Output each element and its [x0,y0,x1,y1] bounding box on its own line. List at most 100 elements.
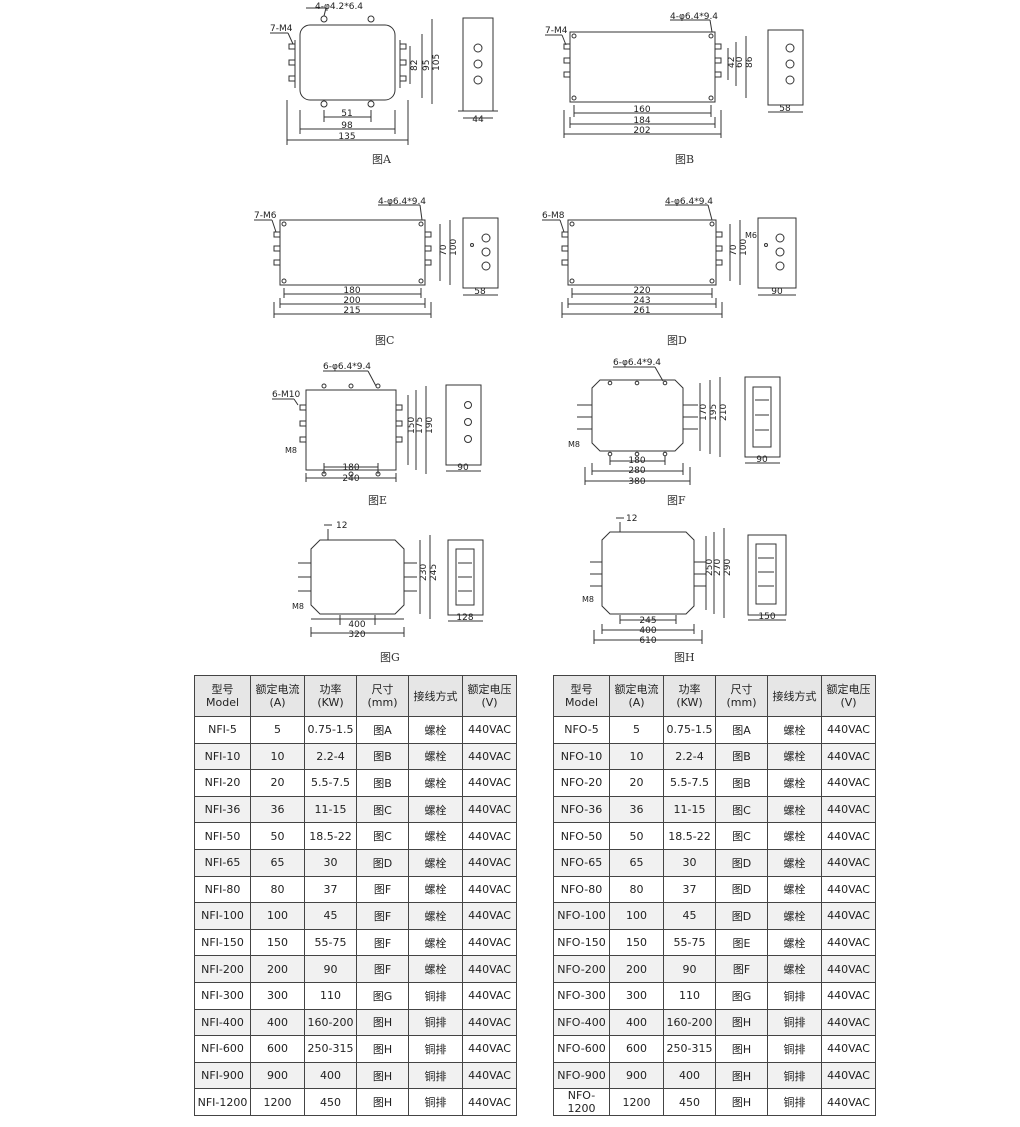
voltage-cell: 440VAC [821,822,876,850]
figure-e-h3: 190 [425,417,435,434]
current-cell: 400 [609,1008,664,1037]
figure-h-side: 150 [758,612,775,622]
model-cell: NFO-200 [553,955,610,983]
figure-b-h2: 60 [735,56,745,68]
figure-g-drawing: 12 M8 400 320 230 245 128 [292,521,484,640]
wiring-cell: 螺栓 [408,769,463,797]
figure-c-h2: 100 [449,239,459,256]
size-cell: 图H [715,1061,768,1090]
power-cell: 400 [663,1061,716,1090]
figure-f-h1: 170 [699,404,709,421]
size-cell: 图H [356,1008,409,1037]
model-cell: NFI-400 [194,1008,251,1037]
current-cell: 50 [609,822,664,850]
figure-h-h3: 290 [723,559,733,576]
model-cell: NFI-200 [194,955,251,983]
figure-a-w1: 51 [341,109,352,119]
power-cell: 160-200 [304,1008,357,1037]
model-cell: NFI-65 [194,848,251,877]
figure-d-h2: 100 [739,239,749,256]
wiring-cell: 铜排 [767,981,822,1010]
current-cell: 20 [250,769,305,797]
figure-e-side: 90 [457,463,469,473]
current-cell: 100 [609,902,664,930]
figure-g-h2: 245 [429,564,439,581]
size-cell: 图G [715,981,768,1010]
current-cell: 900 [609,1061,664,1090]
current-cell: 900 [250,1061,305,1090]
model-cell: NFO-65 [553,848,610,877]
voltage-cell: 440VAC [462,1088,517,1116]
power-cell: 18.5-22 [663,822,716,850]
figure-f-ground: M8 [568,440,580,449]
size-cell: 图F [356,875,409,904]
header-current: 额定电流(A) [609,675,664,717]
figure-e: 6-φ6.4*9.4 6-M10 M8 180 240 150 175 190 … [268,355,508,510]
model-cell: NFI-20 [194,769,251,797]
voltage-cell: 440VAC [462,742,517,771]
figure-e-drawing: 6-φ6.4*9.4 6-M10 M8 180 240 150 175 190 … [272,362,482,484]
power-cell: 450 [304,1088,357,1116]
model-cell: NFO-600 [553,1035,610,1063]
figure-e-h1: 150 [407,417,417,434]
size-cell: 图F [356,928,409,957]
figure-e-h2: 175 [415,417,425,434]
figure-b-terminal: 7-M4 [545,26,568,36]
figure-h-w3: 610 [639,636,656,646]
model-cell: NFO-300 [553,981,610,1010]
size-cell: 图D [356,848,409,877]
current-cell: 5 [609,716,664,744]
current-cell: 600 [250,1035,305,1063]
size-cell: 图F [356,902,409,930]
figure-c-holes: 4-φ6.4*9.4 [378,197,426,207]
wiring-cell: 螺栓 [767,848,822,877]
figure-e-w1: 180 [342,463,359,473]
figure-g-w1: 400 [348,620,365,630]
power-cell: 30 [663,848,716,877]
current-cell: 200 [609,955,664,983]
figure-h: 12 M8 245 400 610 250 270 290 150 图H [568,510,808,665]
figure-b-drawing: 4-φ6.4*9.4 7-M4 160 184 202 42 60 86 58 [545,12,804,138]
wiring-cell: 铜排 [767,1061,822,1090]
figure-a-h1: 82 [410,60,420,71]
current-cell: 150 [609,928,664,957]
voltage-cell: 440VAC [821,769,876,797]
power-cell: 2.2-4 [663,742,716,771]
current-cell: 600 [609,1035,664,1063]
figure-d-w3: 261 [633,306,650,316]
voltage-cell: 440VAC [821,875,876,904]
model-cell: NFO-100 [553,902,610,930]
figure-a-holes: 4-φ4.2*6.4 [315,2,363,12]
size-cell: 图A [715,716,768,744]
current-cell: 150 [250,928,305,957]
current-cell: 50 [250,822,305,850]
model-cell: NFO-50 [553,822,610,850]
model-cell: NFI-150 [194,928,251,957]
figure-c-drawing: 4-φ6.4*9.4 7-M6 180 200 215 70 100 58 [254,197,499,318]
wiring-cell: 螺栓 [408,716,463,744]
size-cell: 图G [356,981,409,1010]
figure-d-terminal: 6-M8 [542,211,565,221]
size-cell: 图F [356,955,409,983]
size-cell: 图B [715,769,768,797]
power-cell: 55-75 [663,928,716,957]
voltage-cell: 440VAC [821,955,876,983]
wiring-cell: 螺栓 [767,742,822,771]
power-cell: 450 [663,1088,716,1117]
figure-h-w1: 245 [639,616,656,626]
voltage-cell: 440VAC [821,981,876,1010]
figure-g-top: 12 [336,521,347,531]
